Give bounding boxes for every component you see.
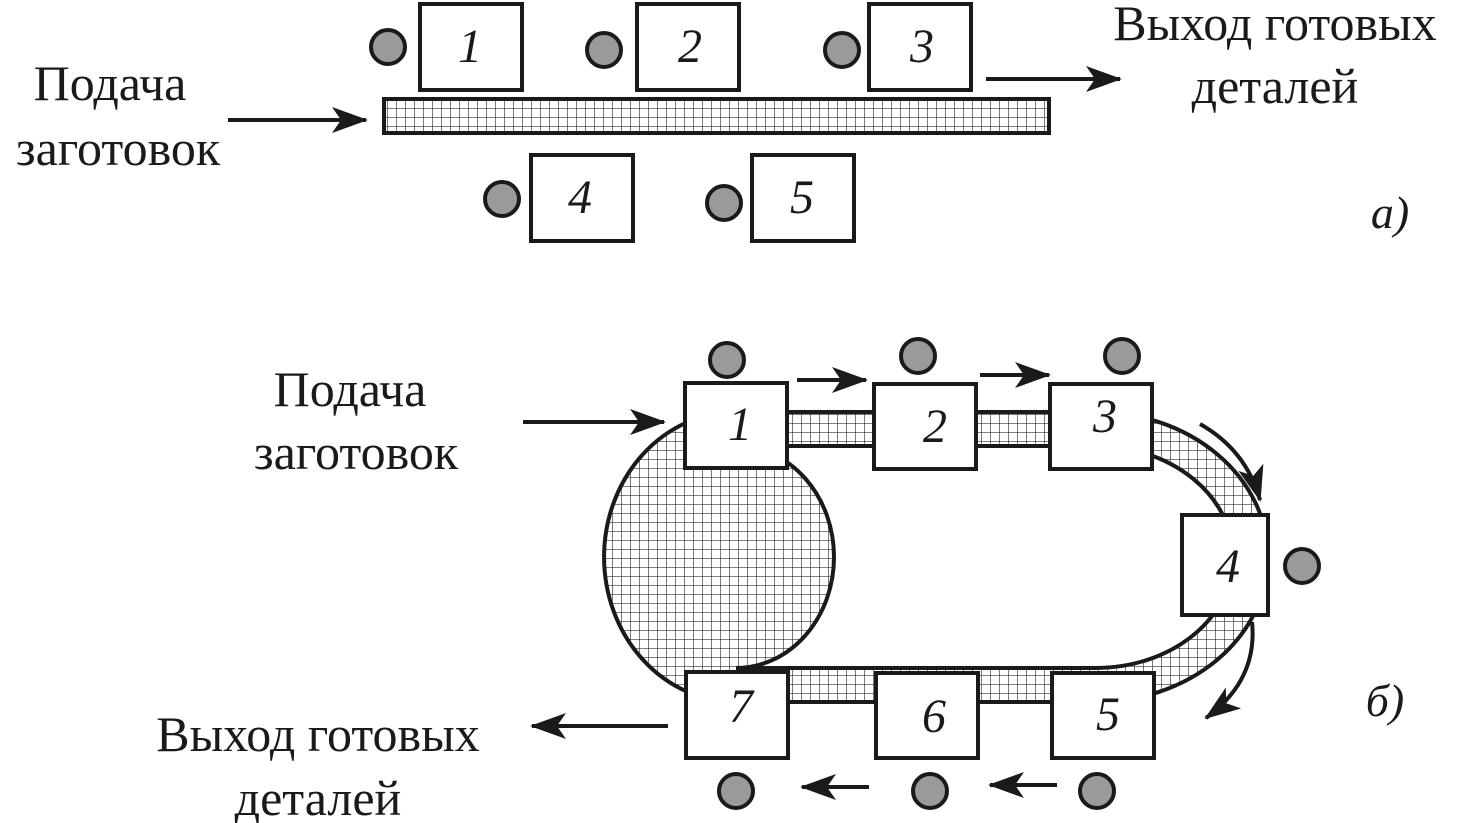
operator-dot: [705, 184, 743, 222]
flow-arrow: [1204, 621, 1255, 720]
station-box: [418, 2, 524, 92]
operator-dot: [708, 341, 746, 379]
station-number: 3: [909, 20, 934, 73]
station-number: 6: [922, 690, 946, 743]
station-number: 4: [568, 171, 592, 224]
operator-dot: [585, 31, 623, 69]
operator-dot: [1078, 772, 1116, 810]
station-number: 5: [1096, 688, 1120, 741]
input-label-a-line2: заготовок: [16, 120, 221, 176]
station-box: [683, 381, 789, 470]
operator-dot: [1103, 337, 1141, 375]
operator-dot: [717, 772, 755, 810]
panel-label-a: а): [1371, 187, 1409, 238]
input-label-a-line1: Подача: [34, 55, 187, 111]
flow-arrow: [1199, 422, 1264, 502]
station-box: [874, 671, 980, 760]
station-number: 2: [923, 400, 947, 453]
input-label-b-line1: Подача: [274, 361, 427, 417]
station-number: 4: [1216, 540, 1240, 593]
station-box: [750, 153, 856, 243]
output-label-a-line1: Выход готовых: [1113, 0, 1437, 51]
operator-dot: [823, 31, 861, 69]
operator-dot: [1283, 547, 1321, 585]
station-box: [1180, 513, 1270, 617]
station-number: 1: [728, 398, 752, 451]
operator-dot: [911, 772, 949, 810]
output-label-b-line1: Выход готовых: [156, 706, 480, 762]
station-number: 7: [729, 680, 755, 733]
input-label-b-line2: заготовок: [254, 424, 459, 480]
station-number: 5: [790, 171, 814, 224]
conveyor-linear: [382, 97, 1051, 135]
output-label-b-line2: деталей: [235, 770, 402, 823]
output-label-a-line2: деталей: [1192, 58, 1359, 114]
station-number: 3: [1092, 390, 1117, 443]
diagram-a: Подача заготовок Выход готовых деталей 1…: [16, 0, 1437, 243]
station-box: [635, 2, 741, 92]
station-number: 1: [458, 20, 482, 73]
station-box: [684, 670, 790, 760]
station-box: [872, 382, 978, 471]
operator-dot: [899, 337, 937, 375]
operator-dot: [369, 28, 407, 66]
station-box: [867, 2, 973, 92]
station-number: 2: [678, 20, 702, 73]
operator-dot: [483, 180, 521, 218]
station-box: [1048, 382, 1154, 471]
station-box: [529, 153, 635, 243]
station-box: [1050, 671, 1156, 760]
panel-label-b: б): [1366, 675, 1404, 726]
diagram-b: Подача заготовок Выход готовых деталей 1…: [156, 337, 1404, 823]
